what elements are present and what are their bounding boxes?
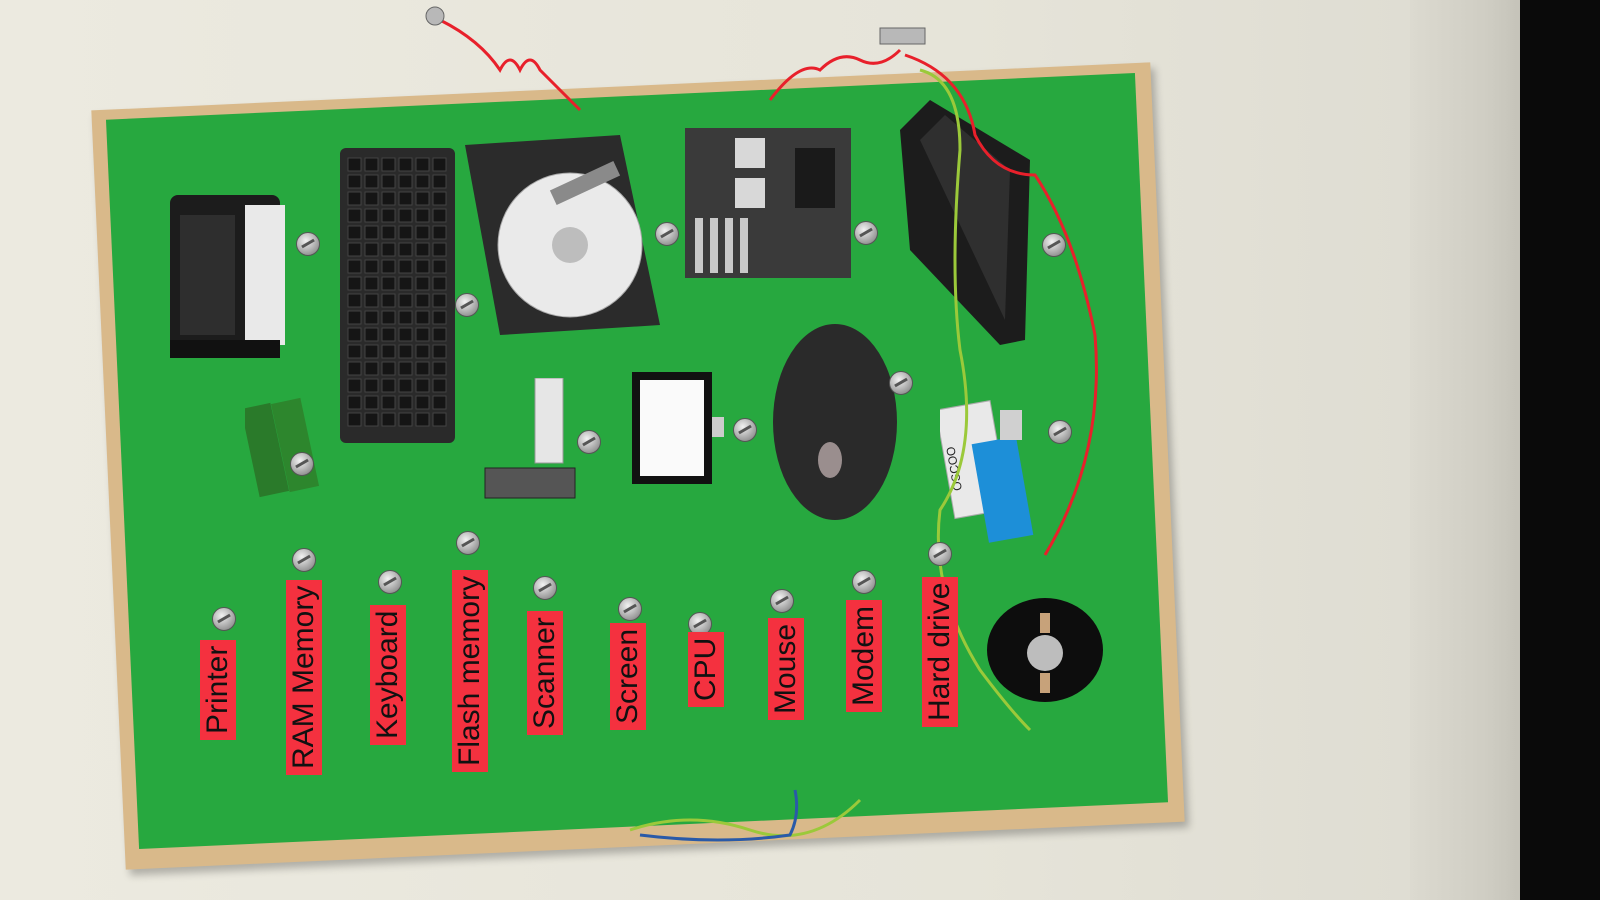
label-printer: Printer [200,639,236,740]
label-scanner: Scanner [527,611,563,735]
screw-label-mouse [770,589,794,613]
label-hard-drive: Hard drive [922,576,958,727]
screw-ram [290,452,314,476]
screw-label-flash [456,531,480,555]
screw-label-modem [852,570,876,594]
screw-label-screen [618,597,642,621]
modem-picture [484,378,576,499]
printer-picture [170,195,285,358]
label-screen: Screen [610,622,646,730]
shelf-edge [1410,0,1520,900]
screw-mouse [889,371,913,395]
screw-scanner [1042,233,1066,257]
screw-label-ram [292,548,316,572]
keyboard-picture [340,148,455,443]
cpu-motherboard-picture [685,128,851,278]
label-keyboard: Keyboard [370,604,406,745]
label-flash-memory: Flash memory [452,569,488,772]
screw-flash [1048,420,1072,444]
screw-printer [296,232,320,256]
screw-screen [733,418,757,442]
screw-keyboard [455,293,479,317]
scanner-picture [900,100,1030,345]
buzzer-light-picture [987,598,1103,702]
flash-memory-picture: OSCOO [940,400,1034,543]
screw-modem [577,430,601,454]
dark-background-edge [1520,0,1600,900]
screw-label-hard-drive [928,542,952,566]
label-mouse: Mouse [768,617,804,720]
label-ram-memory: RAM Memory [286,579,322,775]
label-cpu: CPU [688,631,724,707]
screw-label-printer [212,607,236,631]
screw-hard-drive [655,222,679,246]
screw-cpu [854,221,878,245]
screw-label-scanner [533,576,557,600]
label-modem: Modem [846,599,882,712]
mouse-picture [773,324,897,520]
screen-picture [632,372,724,484]
hard-drive-picture [465,135,660,335]
screw-label-keyboard [378,570,402,594]
